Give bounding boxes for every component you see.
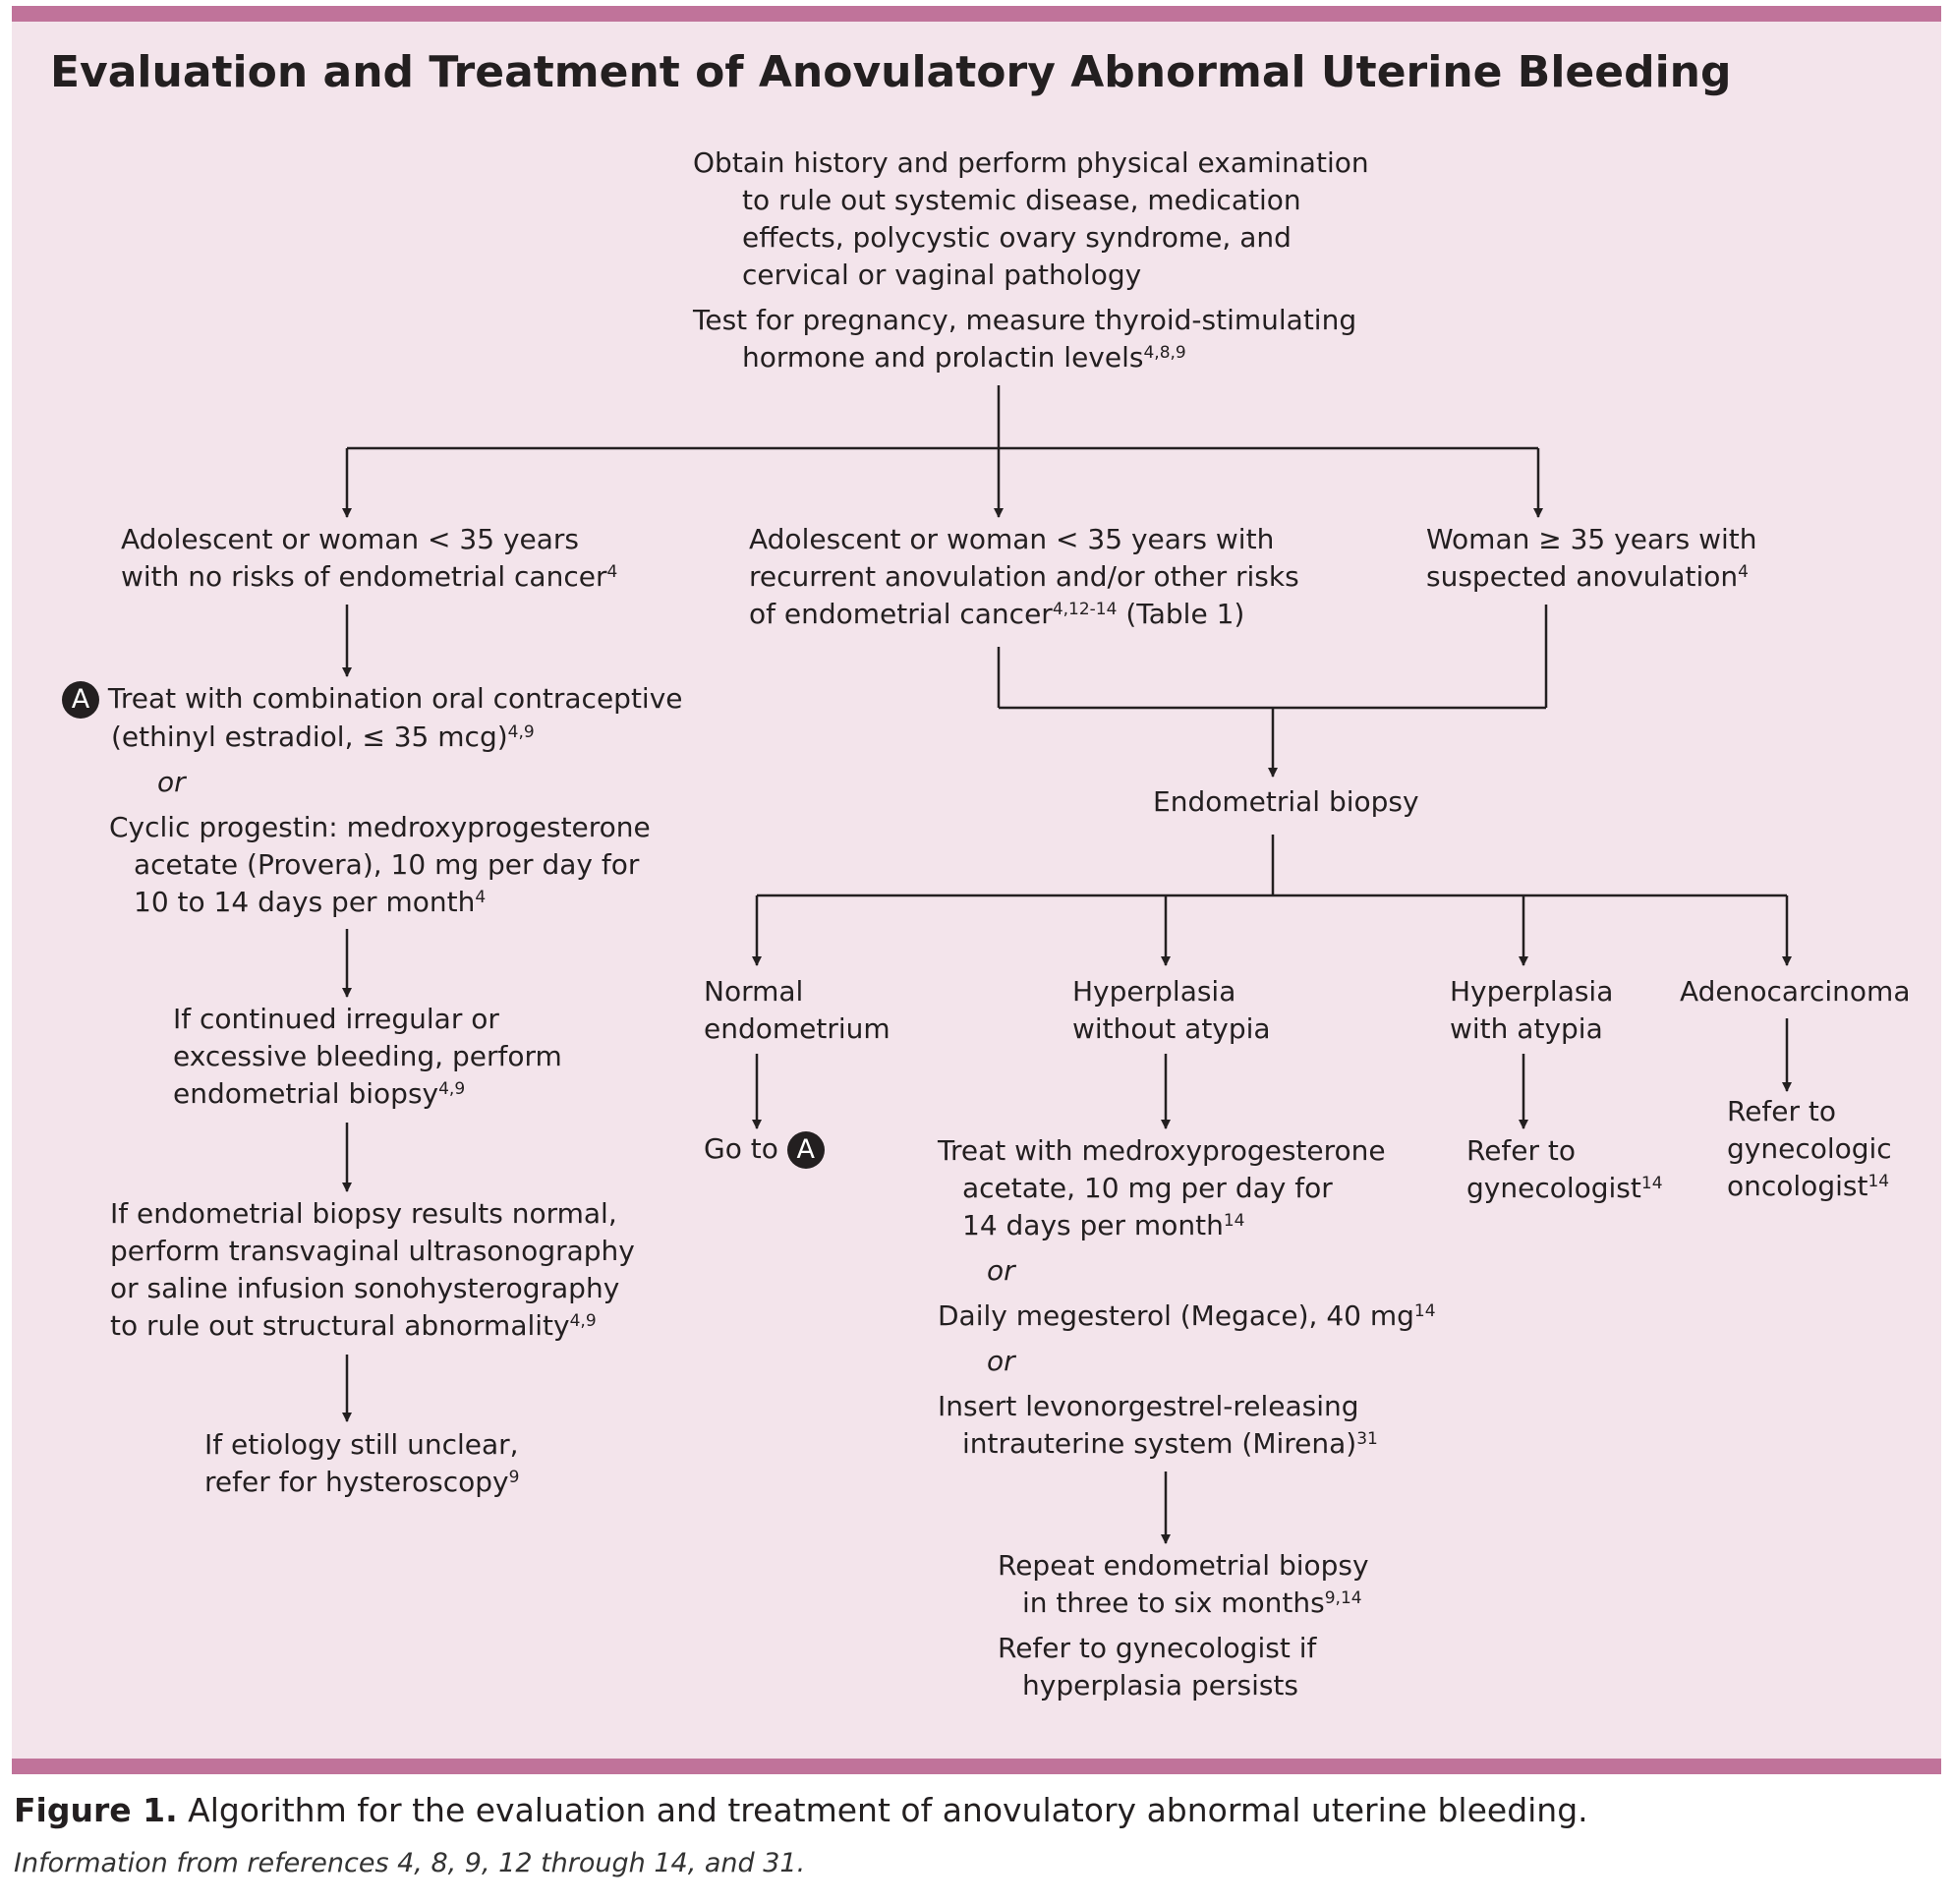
node-treat-a: A Treat with combination oral contracept… (62, 680, 683, 921)
node-repeat-biopsy: Repeat endometrial biopsy in three to si… (998, 1549, 1369, 1702)
figure-label: Figure 1. (14, 1791, 178, 1829)
caption-text: Algorithm for the evaluation and treatme… (177, 1791, 1588, 1829)
node-go-to-a: Go to A (704, 1130, 825, 1169)
node-continued-bleeding: If continued irregular or excessive blee… (173, 1003, 562, 1110)
top-accent-bar (12, 6, 1941, 22)
node-refer-gynecologist: Refer to gynecologist14 (1466, 1134, 1663, 1204)
node-endometrial-biopsy: Endometrial biopsy (1153, 785, 1419, 818)
bottom-accent-bar (12, 1759, 1941, 1774)
figure-source-note: Information from references 4, 8, 9, 12 … (14, 1848, 806, 1878)
node-hyperplasia-without-atypia: Hyperplasia without atypia (1072, 975, 1271, 1045)
node-woman-35: Woman ≥ 35 years with suspected anovulat… (1426, 523, 1757, 593)
node-adolescent-high-risk: Adolescent or woman < 35 years with recu… (749, 523, 1299, 630)
node-normal-endometrium: Normal endometrium (704, 975, 890, 1045)
node-treat-medroxyprogesterone: Treat with medroxyprogesterone acetate, … (938, 1134, 1436, 1460)
node-refer-oncologist: Refer to gynecologic oncologist14 (1727, 1095, 1892, 1202)
step-a-reference-badge: A (786, 1131, 825, 1169)
figure-caption: Figure 1. Algorithm for the evaluation a… (14, 1791, 1588, 1829)
figure-panel (12, 6, 1941, 1774)
node-adenocarcinoma: Adenocarcinoma (1680, 975, 1911, 1008)
step-a-badge: A (62, 681, 99, 719)
node-initial-evaluation: Obtain history and perform physical exam… (693, 146, 1369, 374)
figure-title: Evaluation and Treatment of Anovulatory … (50, 47, 1732, 97)
node-adolescent-low-risk: Adolescent or woman < 35 years with no r… (121, 523, 618, 593)
node-biopsy-normal: If endometrial biopsy results normal, pe… (110, 1197, 635, 1342)
node-etiology-unclear: If etiology still unclear, refer for hys… (204, 1428, 520, 1498)
node-hyperplasia-with-atypia: Hyperplasia with atypia (1450, 975, 1614, 1045)
